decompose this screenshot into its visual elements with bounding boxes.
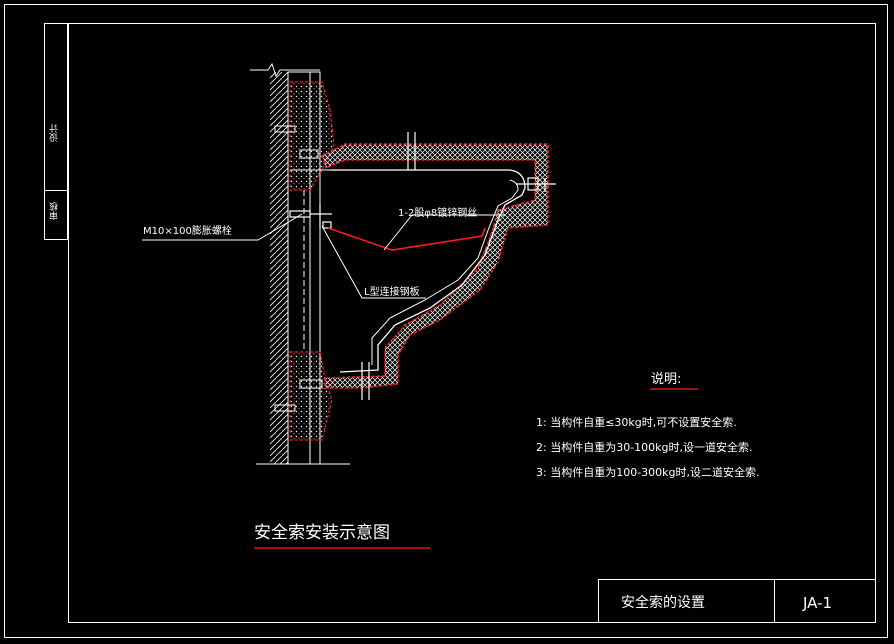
plate-label: L型连接钢板 [364, 287, 420, 298]
panel-shell [321, 143, 549, 389]
sidebar-strip: 设计 审核 [44, 23, 68, 240]
bolt-right [516, 177, 556, 192]
wire-label: 1-2股φ8镀锌钢丝 [398, 208, 478, 219]
support-pipe [330, 169, 526, 373]
title-block-divider [774, 580, 775, 622]
notes-heading: 说明: [651, 372, 682, 387]
sidebar-cell-design: 设计 [45, 24, 67, 191]
title-block: 安全索的设置 JA-1 [598, 579, 876, 623]
note-item-1: 1: 当构件自重≤30kg时,可不设置安全索. [536, 416, 737, 429]
outer-frame [4, 4, 888, 638]
break-marks [361, 132, 416, 400]
lower-anchor-zone [274, 351, 333, 441]
note-item-2: 2: 当构件自重为30-100kg时,设一道安全索. [536, 441, 753, 454]
safety-wire [327, 227, 486, 251]
title-block-code: JA-1 [803, 594, 833, 612]
drawing-border [68, 23, 876, 623]
note-item-3: 3: 当构件自重为100-300kg时,设二道安全索. [536, 466, 760, 479]
title-block-name: 安全索的设置 [621, 595, 705, 611]
drawing-title: 安全索安装示意图 [254, 523, 390, 543]
wall-bolt [289, 205, 332, 229]
bolt-label: M10×100膨胀螺栓 [143, 226, 232, 237]
leader-lines [142, 213, 505, 299]
